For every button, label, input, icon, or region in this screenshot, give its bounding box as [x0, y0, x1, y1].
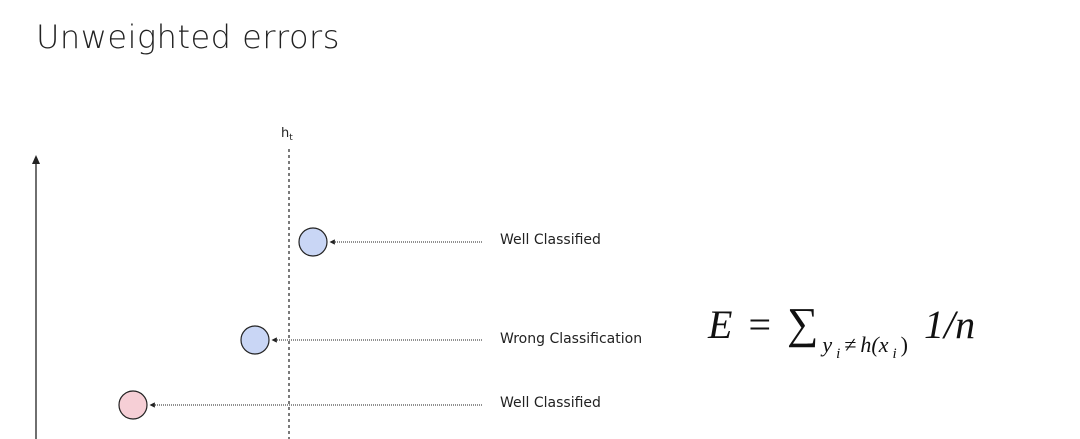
- formula-term: 1/n: [924, 302, 975, 347]
- callout-label: Wrong Classification: [500, 331, 642, 347]
- callout-label: Well Classified: [500, 395, 601, 411]
- data-point: [240, 325, 270, 355]
- formula-sub-close: ): [901, 332, 908, 357]
- data-point: [298, 227, 328, 257]
- formula-lhs: E: [707, 302, 732, 347]
- formula-sub-i1: i: [836, 346, 840, 362]
- error-formula: E = ∑ y i ≠ h(x i ) 1/n: [707, 299, 975, 362]
- formula-sub-y: y: [820, 332, 832, 357]
- callout-label: Well Classified: [500, 232, 601, 248]
- point-well-classified-2: Well Classified: [118, 390, 601, 420]
- point-well-classified-1: Well Classified: [298, 227, 601, 257]
- formula-equals: =: [748, 302, 771, 347]
- data-point: [118, 390, 148, 420]
- point-wrong-classification: Wrong Classification: [240, 325, 642, 355]
- formula-sub-i2: i: [892, 346, 896, 362]
- slide-title: Unweighted errors: [36, 18, 340, 56]
- formula-sub-neq: ≠: [844, 332, 856, 357]
- hypothesis-label: ht: [281, 126, 293, 143]
- svg-text:E = ∑ y: E = ∑ y i ≠ h(x i ) 1/n: [707, 299, 975, 362]
- formula-sum: ∑: [787, 299, 818, 348]
- y-axis-arrowhead: [32, 155, 40, 164]
- formula-sub-h: h(x: [860, 332, 888, 357]
